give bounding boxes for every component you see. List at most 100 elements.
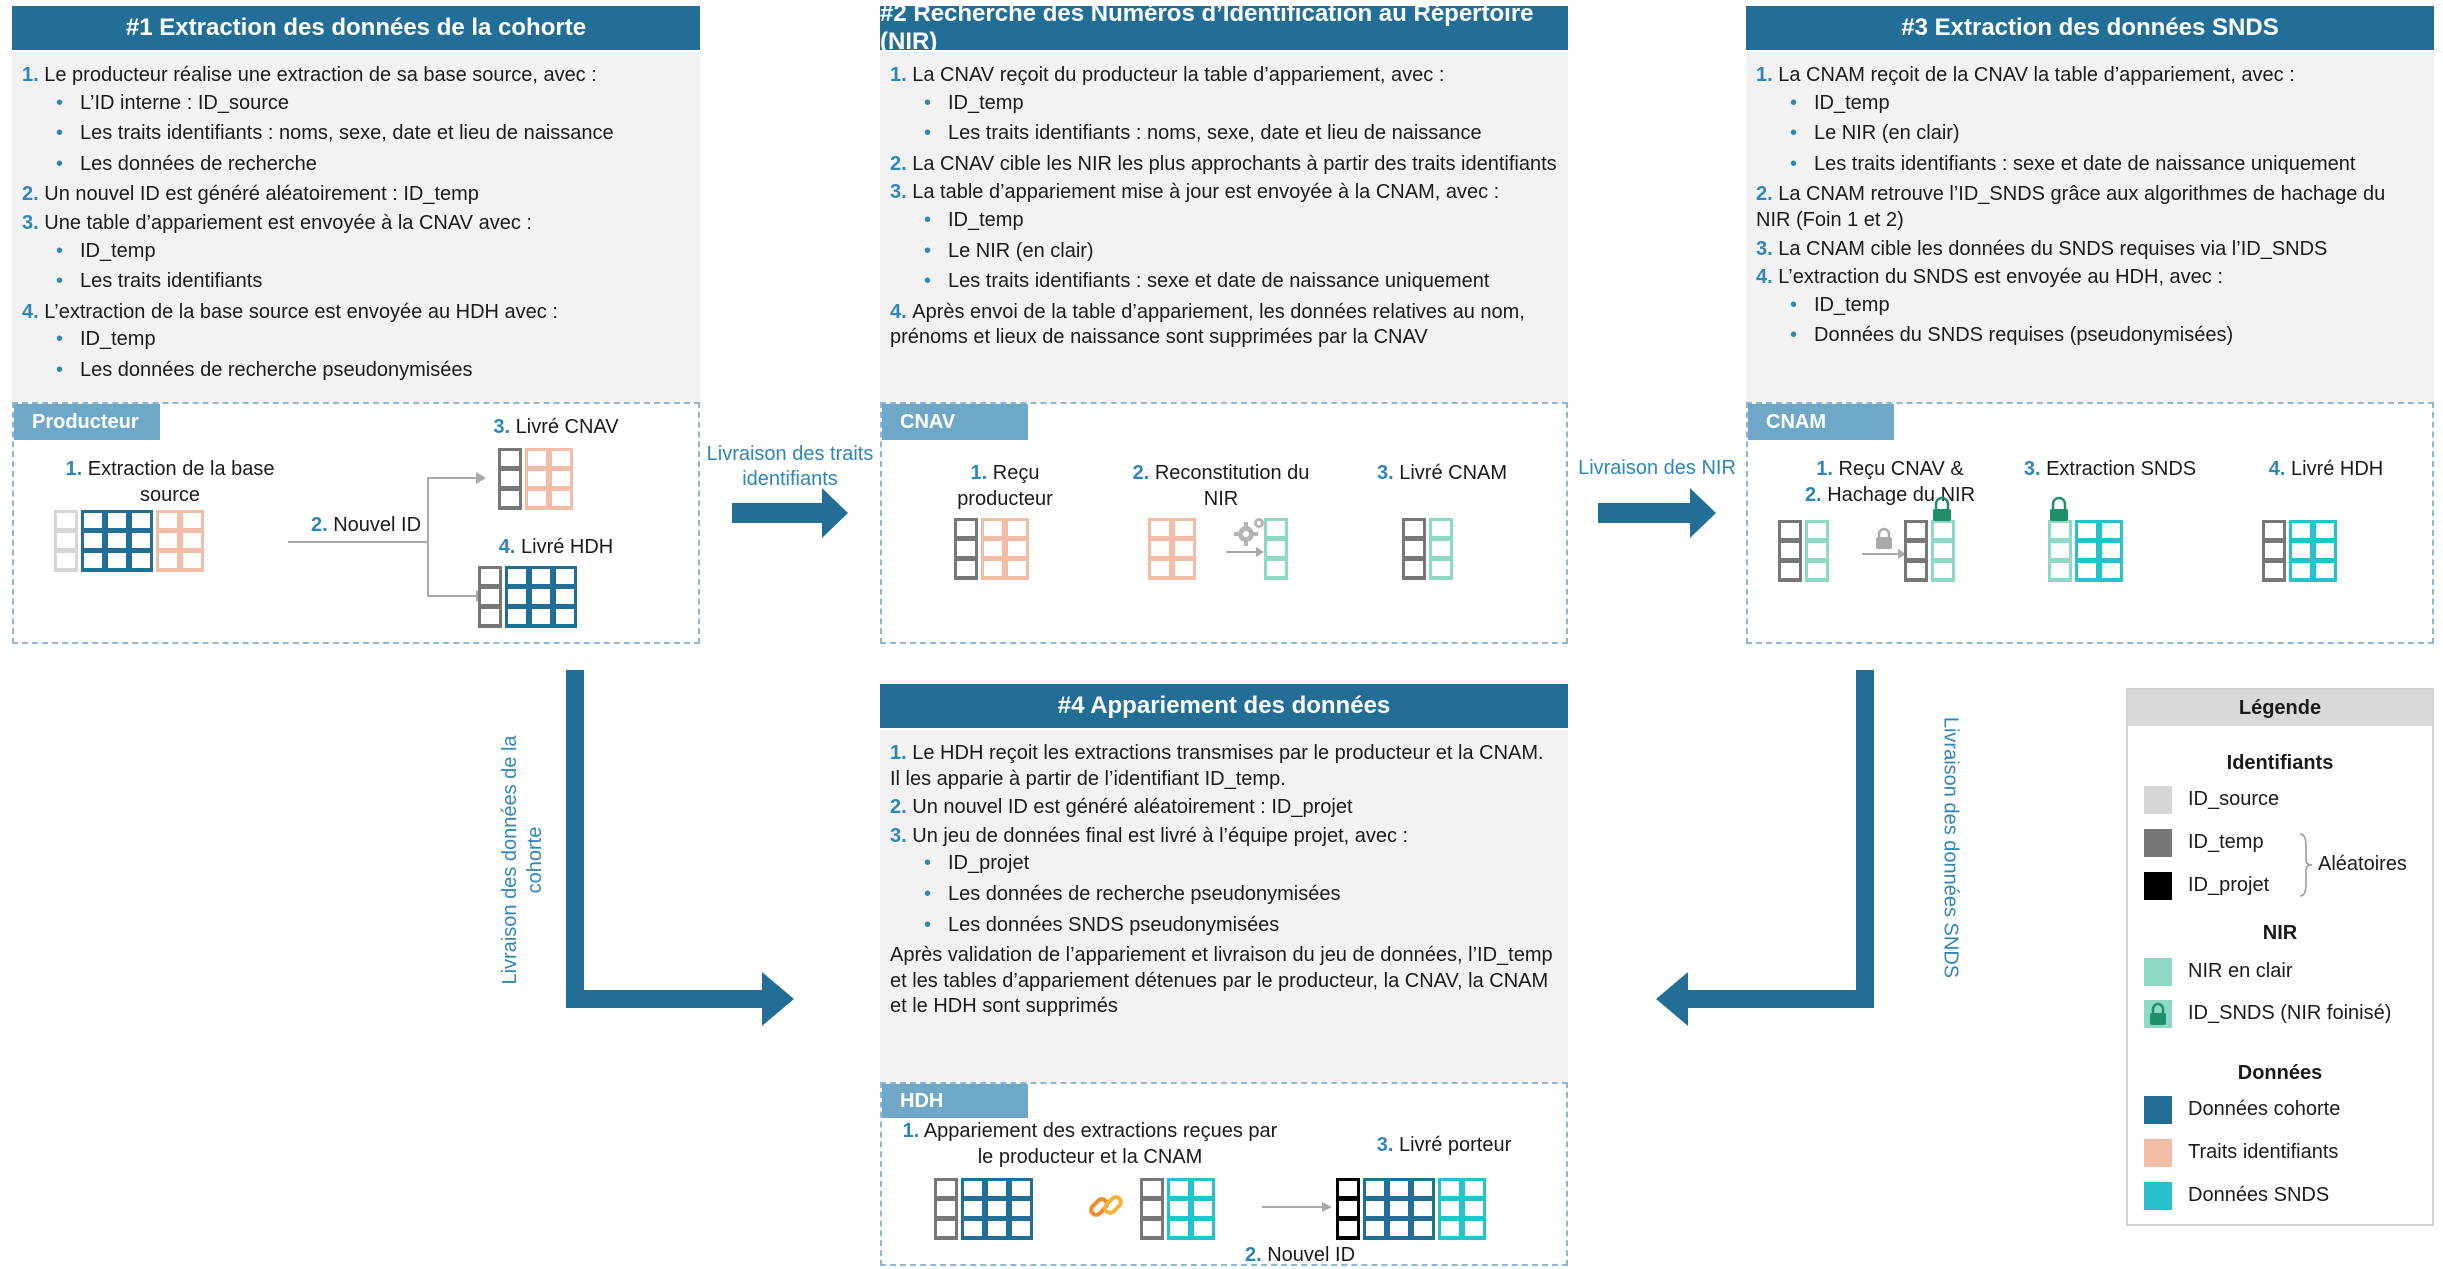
table-cell xyxy=(2078,563,2096,578)
table-cell xyxy=(528,491,546,506)
table-cell xyxy=(1143,1181,1161,1196)
bullet-item: Le NIR (en clair) xyxy=(890,239,1558,265)
table-cell xyxy=(159,553,177,568)
table-cell xyxy=(1194,1201,1212,1216)
table-cell xyxy=(2051,563,2069,578)
table-cell xyxy=(1339,1221,1357,1236)
table-cell xyxy=(1143,1221,1161,1236)
legend-id-temp: ID_temp xyxy=(2188,831,2264,853)
table-cell xyxy=(937,1201,955,1216)
table-cell xyxy=(988,1221,1006,1236)
table-cell xyxy=(57,513,75,528)
table-cell xyxy=(1934,523,1952,538)
table-livre-cnav xyxy=(498,448,573,510)
table-cell xyxy=(1008,561,1026,576)
table-cell xyxy=(556,589,574,604)
item-text: Un nouvel ID est généré aléatoirement : … xyxy=(912,796,1353,819)
table-cell xyxy=(1441,1181,1459,1196)
table-cell xyxy=(2102,523,2120,538)
table-cell xyxy=(532,589,550,604)
table-hdh-snds xyxy=(1140,1178,1215,1240)
table-cell xyxy=(132,513,150,528)
table-cell xyxy=(2292,563,2310,578)
table-cell xyxy=(1175,561,1193,576)
lock-icon xyxy=(1933,496,1951,521)
producteur-tag: Producteur xyxy=(14,404,160,440)
table-livre-porteur xyxy=(1336,1178,1486,1240)
table-hdh-cohorte xyxy=(934,1178,1033,1240)
p4-appariement-label: 1. Appariement des extractions reçues pa… xyxy=(902,1120,1278,1168)
table-cell xyxy=(2292,523,2310,538)
table-cell xyxy=(1366,1221,1384,1236)
bullet-item: ID_temp xyxy=(22,327,690,353)
item-number: 2. xyxy=(22,183,45,206)
step3-description: 1. La CNAM reçoit de la CNAV la table d’… xyxy=(1746,52,2434,402)
table-cell xyxy=(1008,541,1026,556)
table-cell xyxy=(556,569,574,584)
p1-extraction-label: 1. Extraction de la base source xyxy=(65,458,275,506)
table-base-source xyxy=(54,510,204,572)
table-cell xyxy=(1151,521,1169,536)
step2-description: 1. La CNAV reçoit du producteur la table… xyxy=(880,52,1568,402)
table-cell xyxy=(501,491,519,506)
table-cell xyxy=(84,533,102,548)
item-number: 1. xyxy=(890,742,913,764)
table-cell xyxy=(108,553,126,568)
table-cell xyxy=(1175,521,1193,536)
item-text: La CNAM retrouve l’ID_SNDS grâce aux alg… xyxy=(1756,183,2386,231)
legend-donnees-snds: Données SNDS xyxy=(2188,1184,2330,1206)
p1-livre-cnav-label: 3. Livré CNAV xyxy=(493,416,619,438)
numbered-item: 2. Un nouvel ID est généré aléatoirement… xyxy=(22,182,690,208)
item-number: 3. xyxy=(22,211,45,234)
item-number: 3. xyxy=(890,824,913,847)
legend-donnees-cohorte: Données cohorte xyxy=(2188,1098,2341,1120)
table-cell xyxy=(2265,543,2283,558)
p3-extraction-label: 3. Extraction SNDS xyxy=(2023,458,2197,480)
table-cell xyxy=(132,533,150,548)
bullet-item: Les traits identifiants : noms, sexe, da… xyxy=(22,121,690,147)
table-cell xyxy=(532,609,550,624)
legend-donnees-title: Données xyxy=(2237,1062,2323,1084)
legend: Légende xyxy=(2126,688,2434,1226)
table-livre-hdh xyxy=(478,566,577,628)
table-cell xyxy=(1441,1221,1459,1236)
table-cell xyxy=(1808,523,1826,538)
legend-swatch-snds xyxy=(2144,1182,2172,1210)
table-cell xyxy=(2316,523,2334,538)
table-cell xyxy=(481,589,499,604)
bullet-item: ID_temp xyxy=(22,239,690,265)
bullet-item: Les traits identifiants : sexe et date d… xyxy=(1756,152,2424,178)
table-cell xyxy=(108,513,126,528)
step1-description: 1. Le producteur réalise une extraction … xyxy=(12,52,700,402)
lock-icon xyxy=(2150,1002,2166,1025)
item-number: 1. xyxy=(890,64,913,86)
table-cell xyxy=(1339,1181,1357,1196)
item-text: La CNAV cible les NIR les plus approchan… xyxy=(912,152,1557,175)
table-cell xyxy=(1781,543,1799,558)
p4-livre-label: 3. Livré porteur xyxy=(1376,1134,1512,1156)
table-cell xyxy=(1432,541,1450,556)
table-recu-producteur xyxy=(954,518,1029,580)
table-cell xyxy=(1012,1181,1030,1196)
item-text: La CNAV reçoit du producteur la table d’… xyxy=(912,64,1445,86)
legend-swatch-id-temp xyxy=(2144,829,2172,857)
table-cell xyxy=(1405,521,1423,536)
bullet-item: Les traits identifiants : noms, sexe, da… xyxy=(890,121,1558,147)
table-reconstitution-traits xyxy=(1148,518,1196,580)
item-text: Après validation de l’appariement et liv… xyxy=(890,944,1553,1018)
table-cell xyxy=(1194,1221,1212,1236)
table-cell xyxy=(2102,543,2120,558)
table-cell xyxy=(1151,541,1169,556)
table-cell xyxy=(2051,543,2069,558)
item-number: 1. xyxy=(1756,64,1779,86)
table-cell xyxy=(1339,1201,1357,1216)
legend-swatch-nir-clair xyxy=(2144,958,2172,986)
table-reconstitution-nir xyxy=(1264,518,1288,580)
step1-header: #1 Extraction des données de la cohorte xyxy=(12,6,700,50)
table-cell xyxy=(481,609,499,624)
table-cell xyxy=(84,553,102,568)
table-cell xyxy=(552,491,570,506)
table-cell xyxy=(937,1181,955,1196)
table-cell xyxy=(508,609,526,624)
